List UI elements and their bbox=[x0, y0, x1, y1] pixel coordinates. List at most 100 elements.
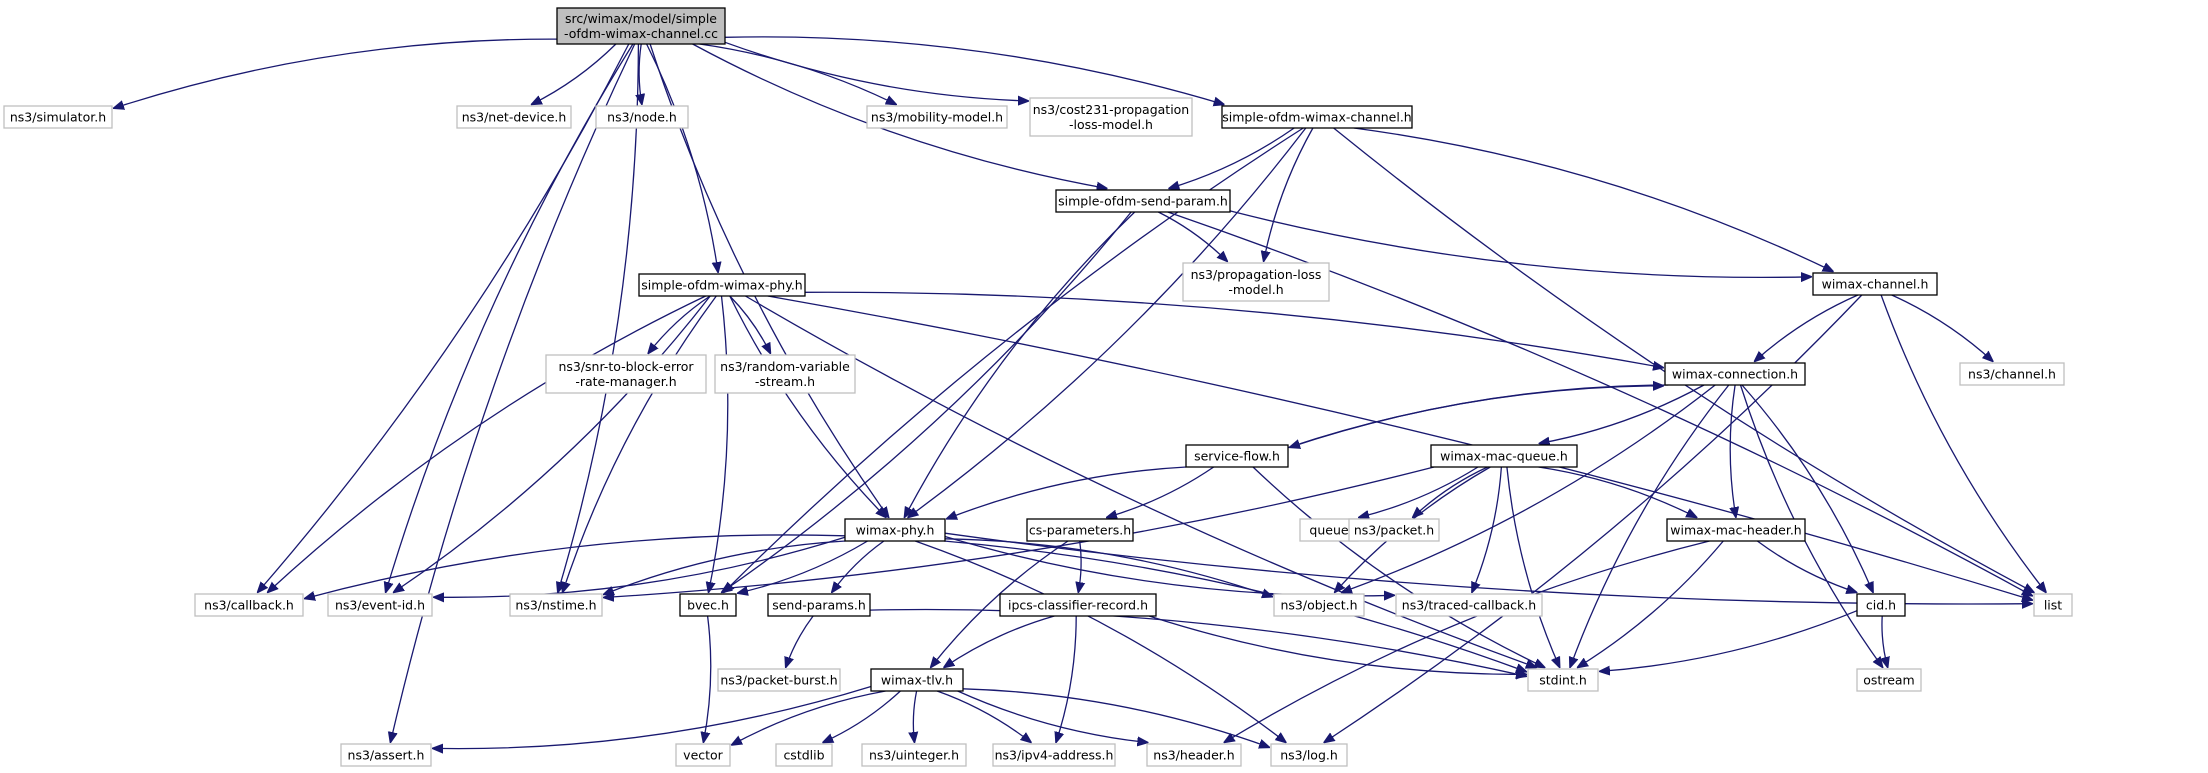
edge-line bbox=[913, 690, 916, 743]
edge-line bbox=[1056, 615, 1077, 743]
node-wphy[interactable]: wimax-phy.h bbox=[844, 518, 946, 542]
node-eventid: ns3/event-id.h bbox=[327, 593, 433, 617]
edge-wconn-to-cid bbox=[1741, 384, 1873, 593]
edge-line bbox=[1891, 294, 1993, 362]
edge-line bbox=[648, 295, 711, 354]
edge-line bbox=[305, 534, 846, 599]
node-label: simple-ofdm-wimax-phy.h bbox=[641, 278, 802, 293]
edge-line bbox=[732, 690, 886, 745]
edge-line bbox=[1539, 384, 1705, 444]
node-box bbox=[456, 105, 572, 129]
edge-line bbox=[869, 608, 1527, 677]
node-box bbox=[1666, 518, 1806, 542]
node-box bbox=[1221, 105, 1413, 129]
edge-root-to-callback bbox=[258, 43, 630, 593]
node-wchan[interactable]: wimax-channel.h bbox=[1812, 272, 1938, 296]
edge-wphy-to-bvec bbox=[738, 540, 868, 593]
node-randvar: ns3/random-variable-stream.h bbox=[714, 354, 856, 394]
edge-wphy-to-log bbox=[914, 540, 1286, 743]
node-box bbox=[1146, 743, 1242, 767]
edge-line bbox=[703, 615, 712, 743]
node-label: ns3/packet.h bbox=[1354, 523, 1434, 538]
edge-wphy-to-eventid bbox=[434, 536, 846, 597]
edge-line bbox=[943, 540, 1527, 672]
edge-wtlv-to-header bbox=[957, 690, 1148, 743]
node-label: ns3/assert.h bbox=[348, 748, 425, 763]
node-proploss: ns3/propagation-loss-model.h bbox=[1182, 262, 1330, 302]
node-label: wimax-phy.h bbox=[856, 523, 935, 538]
edge-sowphy-to-callback bbox=[268, 295, 706, 593]
node-cost231: ns3/cost231-propagation-loss-model.h bbox=[1029, 97, 1193, 137]
node-label: wimax-mac-header.h bbox=[1670, 523, 1801, 538]
edge-line bbox=[1506, 466, 1560, 668]
node-box bbox=[767, 593, 871, 617]
node-root[interactable]: src/wimax/model/simple-ofdm-wimax-channe… bbox=[556, 7, 726, 45]
edge-sosp-to-wphy bbox=[904, 211, 1136, 518]
node-sendparams[interactable]: send-params.h bbox=[767, 593, 871, 617]
edge-root-to-sowphy bbox=[646, 43, 719, 273]
edge-line bbox=[531, 43, 617, 105]
node-label: ipcs-classifier-record.h bbox=[1008, 598, 1148, 613]
node-wtlv[interactable]: wimax-tlv.h bbox=[870, 668, 964, 692]
edge-line bbox=[1342, 384, 1716, 593]
node-netdevice: ns3/net-device.h bbox=[456, 105, 572, 129]
node-csparam[interactable]: cs-parameters.h bbox=[1026, 518, 1134, 542]
edge-ipcs-to-ipv4 bbox=[1056, 615, 1077, 743]
edge-wchan-to-channel bbox=[1891, 294, 1993, 362]
edge-line bbox=[936, 690, 1031, 743]
node-label: ns3/log.h bbox=[1280, 748, 1338, 763]
node-packet: ns3/packet.h bbox=[1348, 518, 1440, 542]
edge-root-to-assert bbox=[390, 43, 636, 743]
edge-csparam-to-wtlv bbox=[931, 540, 1069, 668]
node-bvec[interactable]: bvec.h bbox=[679, 593, 737, 617]
node-ipcs[interactable]: ipcs-classifier-record.h bbox=[999, 593, 1157, 617]
node-label: ns3/packet-burst.h bbox=[720, 673, 837, 688]
edge-root-to-netdevice bbox=[531, 43, 617, 105]
edge-line bbox=[1287, 386, 1664, 449]
node-wmh[interactable]: wimax-mac-header.h bbox=[1666, 518, 1806, 542]
node-sosp[interactable]: simple-ofdm-send-param.h bbox=[1055, 189, 1231, 213]
edge-line bbox=[1880, 294, 2046, 593]
node-box bbox=[1959, 362, 2065, 386]
node-wconn[interactable]: wimax-connection.h bbox=[1664, 362, 1806, 386]
node-wmq[interactable]: wimax-mac-queue.h bbox=[1430, 444, 1578, 468]
node-label: cid.h bbox=[1866, 598, 1896, 613]
edge-root-to-sowch bbox=[724, 36, 1224, 105]
edge-sowphy-to-wconn bbox=[804, 291, 1664, 367]
node-list: list bbox=[2033, 593, 2073, 617]
node-label: ns3/mobility-model.h bbox=[871, 110, 1003, 125]
edge-line bbox=[1078, 540, 1081, 593]
node-ostream: ostream bbox=[1856, 668, 1922, 692]
edge-wphy-to-sendparams bbox=[832, 540, 885, 593]
edge-line bbox=[1167, 211, 2033, 596]
node-label: ns3/ipv4-address.h bbox=[995, 748, 1114, 763]
edge-line bbox=[604, 466, 1435, 598]
edge-sowphy-to-randvar bbox=[729, 295, 771, 354]
edge-line bbox=[114, 38, 558, 108]
node-label: cs-parameters.h bbox=[1029, 523, 1131, 538]
edge-sowch-to-wphy bbox=[908, 127, 1307, 518]
edge-sowch-to-wchan bbox=[1353, 127, 1833, 272]
edge-sowphy-to-nstime bbox=[563, 295, 717, 593]
node-ipv4: ns3/ipv4-address.h bbox=[992, 743, 1116, 767]
edge-line bbox=[724, 36, 1224, 105]
node-sowch[interactable]: simple-ofdm-wimax-channel.h bbox=[1221, 105, 1413, 129]
edge-sowphy-to-snr bbox=[648, 295, 711, 354]
edge-csparam-to-ipcs bbox=[1078, 540, 1081, 593]
node-box bbox=[509, 593, 603, 617]
edge-line bbox=[1756, 540, 1857, 593]
edge-wmh-to-header bbox=[1224, 540, 1710, 743]
edge-line bbox=[1229, 210, 1812, 277]
node-sowphy[interactable]: simple-ofdm-wimax-phy.h bbox=[638, 273, 806, 297]
edge-wconn-to-wmq bbox=[1539, 384, 1705, 444]
node-cid[interactable]: cid.h bbox=[1856, 593, 1906, 617]
edge-wtlv-to-cstdlib bbox=[823, 690, 901, 743]
edge-root-to-cost231 bbox=[724, 41, 1029, 101]
edge-wphy-to-callback bbox=[305, 534, 846, 599]
edge-wtlv-to-ipv4 bbox=[936, 690, 1031, 743]
node-label: ns3/object.h bbox=[1280, 598, 1357, 613]
node-sflow[interactable]: service-flow.h bbox=[1185, 444, 1289, 468]
node-label: ns3/event-id.h bbox=[335, 598, 425, 613]
node-box bbox=[1026, 518, 1134, 542]
